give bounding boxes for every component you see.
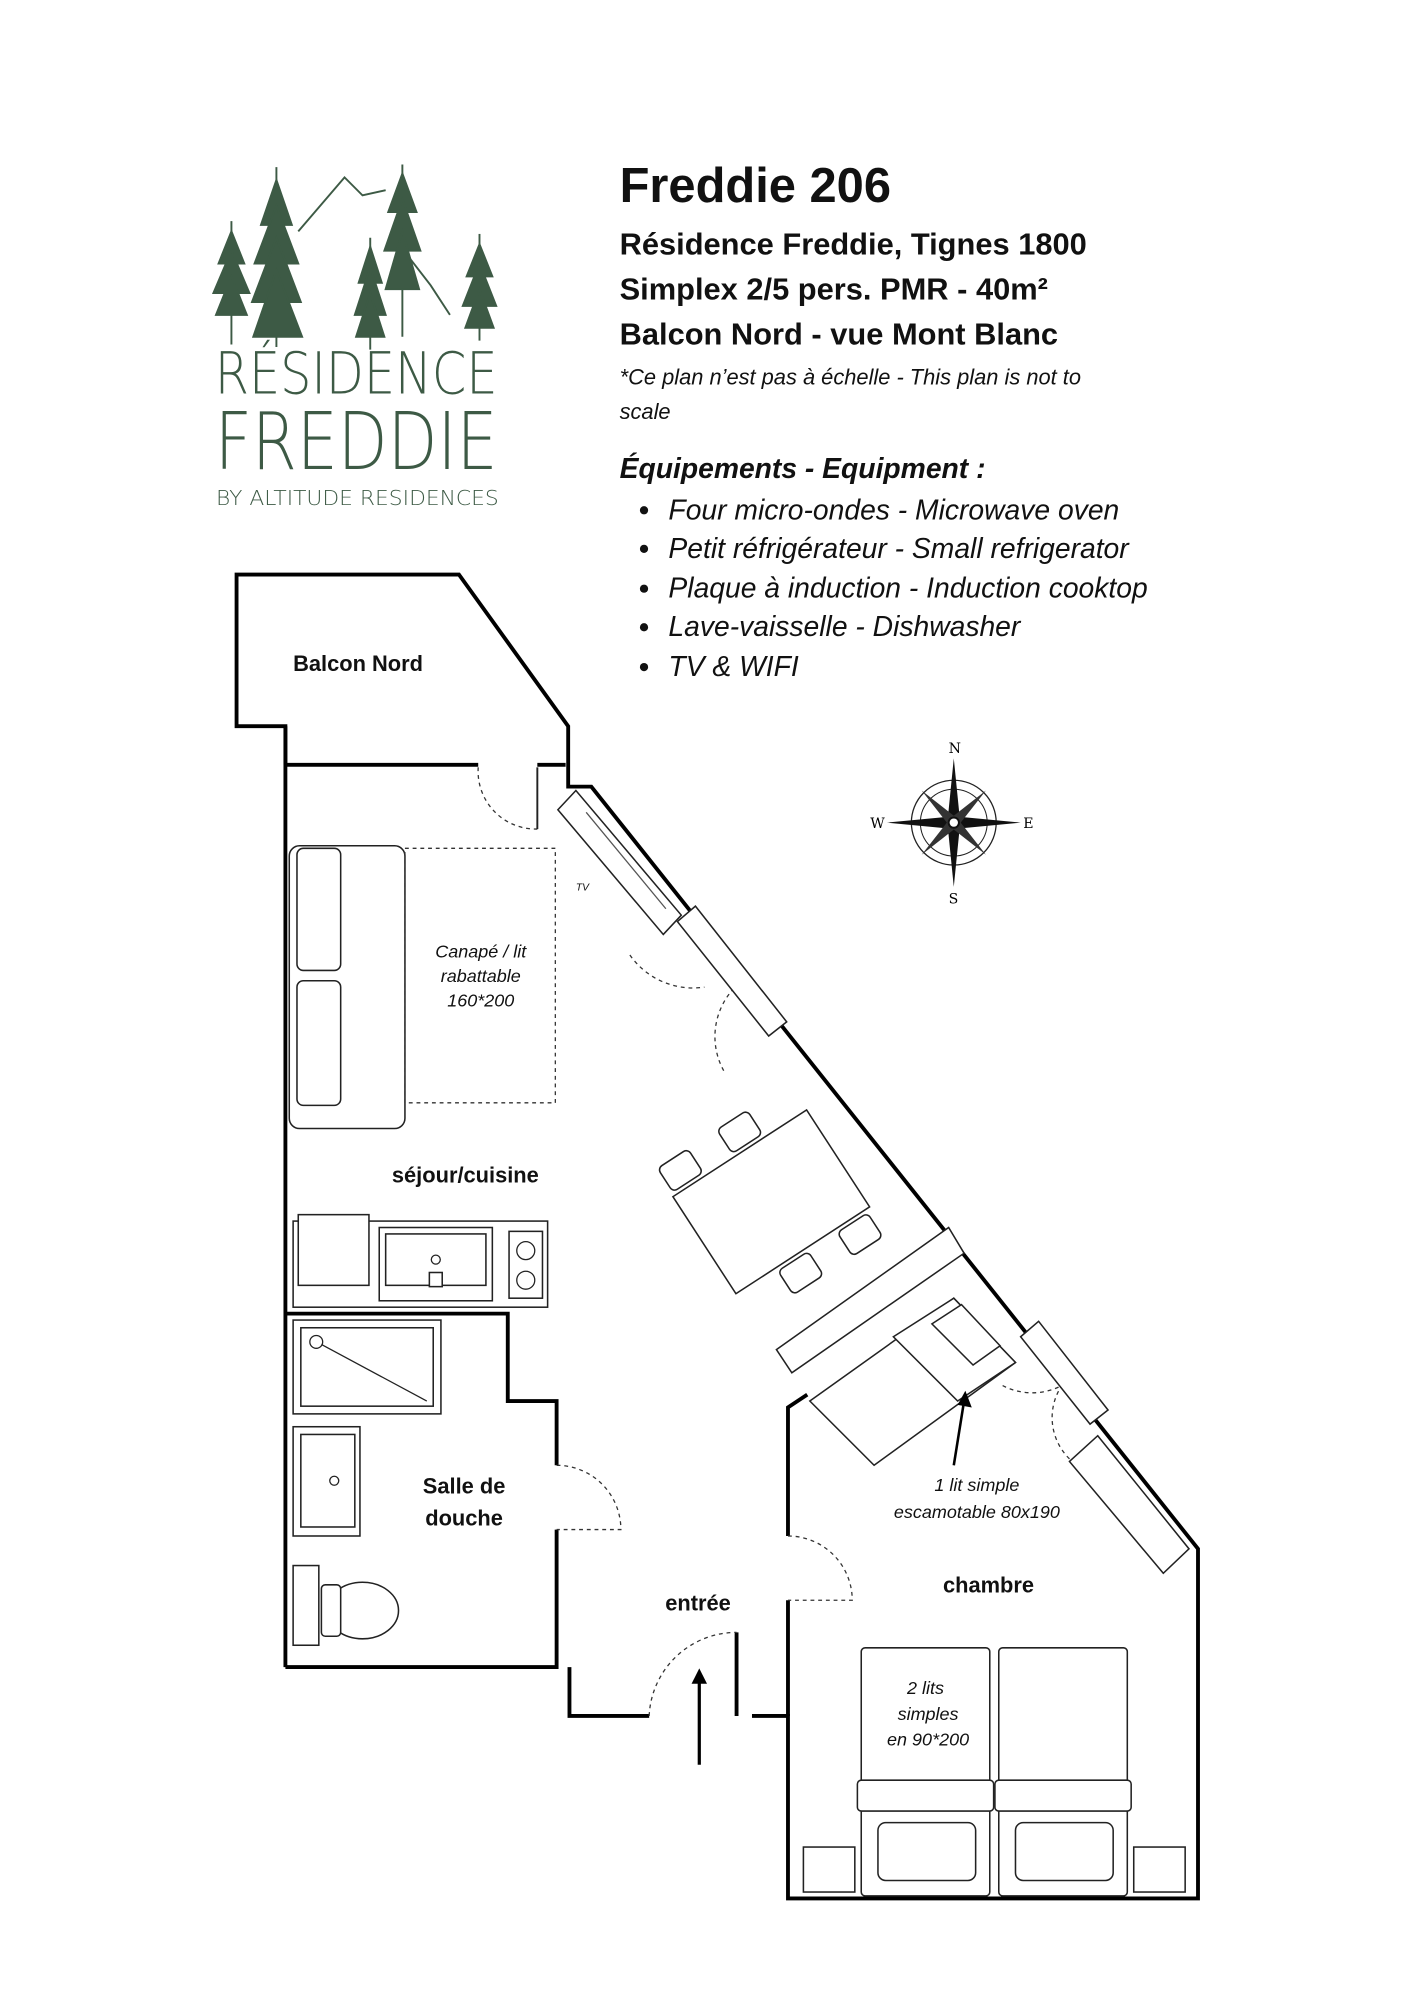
logo: RÉSIDENCE FREDDIE BY ALTITUDE RESIDENCES: [211, 164, 499, 510]
subtitle-residence: Résidence Freddie, Tignes 1800: [620, 226, 1087, 261]
tv-label: TV: [576, 883, 590, 894]
room-label-bathroom-2: douche: [425, 1506, 503, 1531]
compass-e: E: [1023, 816, 1033, 832]
list-item: Petit réfrigérateur - Small refrigerator: [639, 532, 1130, 564]
compass-rose-icon: N S E W: [870, 741, 1033, 907]
fold-bed-label: 1 lit simple: [934, 1475, 1019, 1495]
list-item: Four micro-ondes - Microwave oven: [639, 493, 1119, 525]
twin-beds: [802, 1647, 1186, 1897]
subtitle-type: Simplex 2/5 pers. PMR - 40m²: [620, 271, 1048, 306]
list-item: Lave-vaisselle - Dishwasher: [639, 610, 1022, 642]
compass-s: S: [949, 892, 959, 908]
sofa-bed: [288, 844, 556, 1130]
equipment-item: Lave-vaisselle - Dishwasher: [668, 610, 1021, 642]
fold-bed-wardrobe: [775, 1226, 1017, 1467]
equipment-item: Four micro-ondes - Microwave oven: [668, 493, 1119, 525]
compass-n: N: [949, 741, 961, 757]
beds-label: 2 lits: [906, 1678, 944, 1698]
room-label-living: séjour/cuisine: [392, 1163, 539, 1188]
sofa-label: Canapé / lit: [435, 942, 527, 962]
compass-w: W: [870, 816, 885, 832]
floor-plan: TV Balcon Nord Canapé / lit rabattable 1…: [234, 572, 1200, 1901]
list-item: TV & WIFI: [639, 650, 799, 682]
room-label-entrance: entrée: [665, 1591, 731, 1616]
bathroom-fixtures: [292, 1319, 442, 1647]
page-title: Freddie 206: [620, 159, 891, 213]
scale-note-cont: scale: [620, 399, 671, 424]
windows: [556, 789, 1191, 1575]
equipment-item: Plaque à induction - Induction cooktop: [668, 572, 1147, 604]
sofa-label-3: 160*200: [447, 990, 514, 1010]
room-label-bathroom: Salle de: [423, 1474, 506, 1499]
fold-bed-arrow-icon: [952, 1390, 972, 1466]
subtitle-balcony: Balcon Nord - vue Mont Blanc: [620, 316, 1058, 351]
room-label-bedroom: chambre: [943, 1573, 1034, 1598]
equipment-heading: Équipements - Equipment :: [620, 452, 986, 484]
dining-table: [658, 1108, 882, 1295]
beds-label-3: en 90*200: [887, 1730, 969, 1750]
equipment-list: Équipements - Equipment : Four micro-ond…: [620, 452, 1148, 682]
kitchen-counter: [292, 1213, 549, 1308]
logo-text-residence: RÉSIDENCE: [215, 338, 498, 407]
trees-mountain-icon: [211, 164, 498, 350]
equipment-item: Petit réfrigérateur - Small refrigerator: [668, 532, 1130, 564]
header: Freddie 206 Résidence Freddie, Tignes 18…: [620, 159, 1087, 424]
equipment-item: TV & WIFI: [668, 650, 798, 682]
sofa-label-2: rabattable: [441, 966, 521, 986]
walls: [234, 572, 1200, 1901]
logo-text-freddie: FREDDIE: [215, 395, 498, 488]
list-item: Plaque à induction - Induction cooktop: [639, 572, 1148, 604]
doors: [477, 767, 1070, 1716]
scale-note: *Ce plan n’est pas à échelle - This plan…: [620, 364, 1081, 389]
room-label-balcony: Balcon Nord: [293, 651, 423, 676]
fold-bed-label-2: escamotable 80x190: [894, 1502, 1060, 1522]
beds-label-2: simples: [898, 1704, 959, 1724]
logo-text-byline: BY ALTITUDE RESIDENCES: [216, 486, 499, 510]
entrance-arrow-icon: [691, 1668, 707, 1765]
